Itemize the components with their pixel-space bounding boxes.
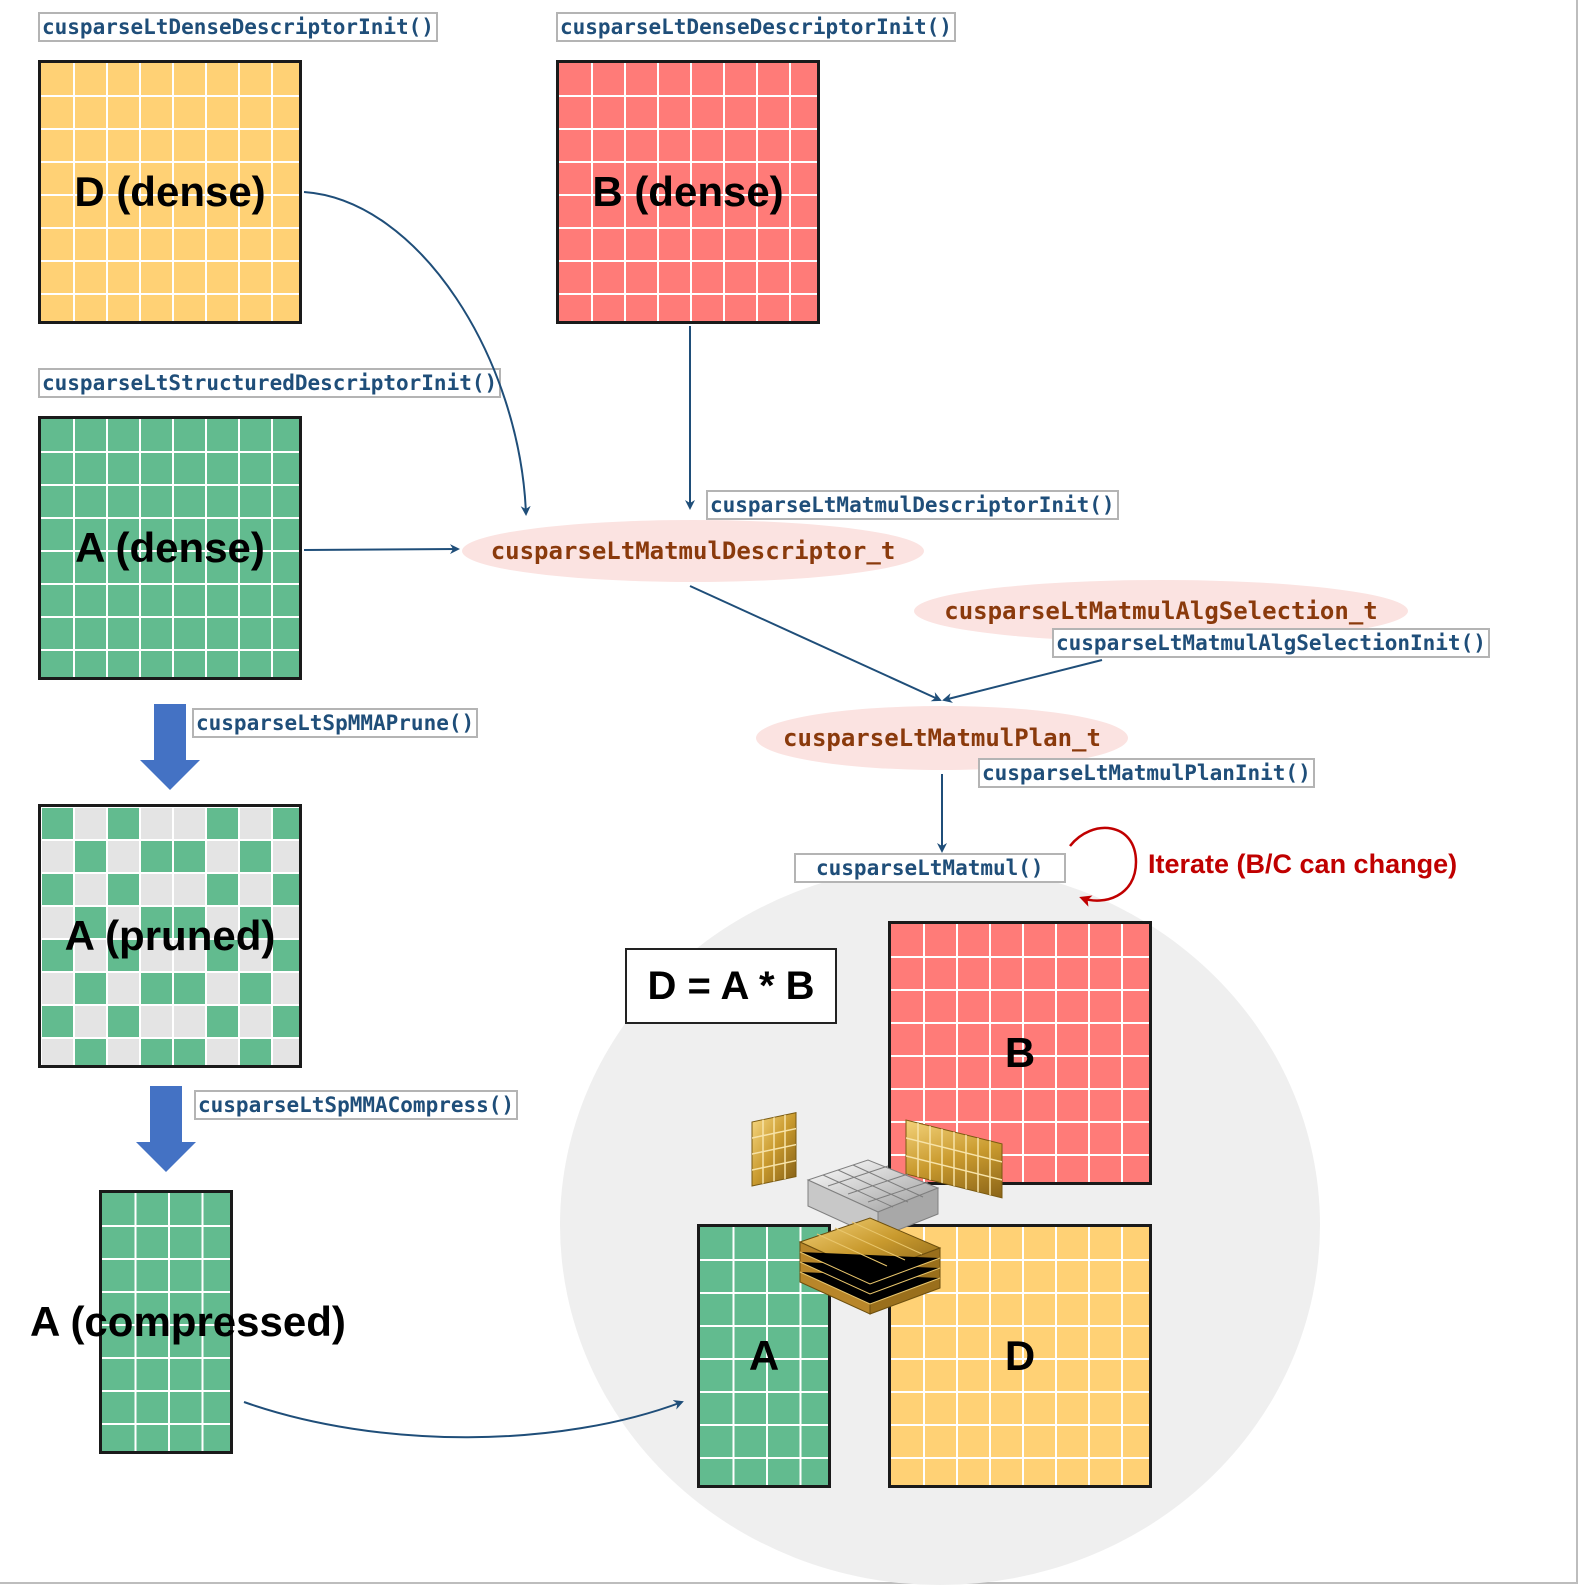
compress-call-label: cusparseLtSpMMACompress(): [194, 1090, 519, 1120]
structured-descriptor-init-label: cusparseLtStructuredDescriptorInit(): [38, 368, 502, 398]
matrix-d-dense: D (dense): [38, 60, 302, 324]
connector-descriptor-to-plan: [689, 585, 942, 702]
result-matrix-a-label: A: [748, 1332, 780, 1379]
matrix-a-pruned-label: A (pruned): [64, 912, 276, 959]
equation-box: D = A * B: [625, 948, 837, 1024]
connector-alg-to-plan: [942, 659, 1103, 703]
plan-init-label: cusparseLtMatmulPlanInit(): [978, 758, 1315, 788]
matrix-grid: [559, 63, 817, 321]
dense-descriptor-init-d-label: cusparseLtDenseDescriptorInit(): [38, 12, 438, 42]
block-down-arrow-icon: [136, 1086, 196, 1172]
iterate-note: Iterate (B/C can change): [1148, 849, 1458, 879]
matrix-b-dense-label: B (dense): [592, 168, 784, 215]
matrix-grid: [41, 419, 299, 677]
connector-a-to-descriptor: [303, 544, 460, 555]
tensor-core-icon: [751, 1112, 1003, 1315]
matrix-grid: [41, 63, 299, 321]
prune-call-label: cusparseLtSpMMAPrune(): [192, 708, 479, 738]
loop-arrow-icon: [1069, 826, 1138, 907]
matmul-descriptor-init-label: cusparseLtMatmulDescriptorInit(): [706, 490, 1119, 520]
pruned-pattern: [41, 807, 299, 1065]
matmul-call-label: cusparseLtMatmul(): [794, 853, 1066, 883]
matrix-a-compressed: [99, 1190, 233, 1454]
result-matrix-d-label: D: [1004, 1332, 1036, 1379]
connector-compressed-to-result: [243, 1400, 684, 1439]
result-matrix-b-label: B: [1004, 1029, 1036, 1076]
matrix-d-dense-label: D (dense): [74, 168, 266, 215]
block-down-arrow-icon: [140, 704, 200, 790]
matrix-b-dense: B (dense): [556, 60, 820, 324]
alg-selection-init-label: cusparseLtMatmulAlgSelectionInit(): [1052, 628, 1490, 658]
matrix-a-pruned: A (pruned): [38, 804, 302, 1068]
matmul-descriptor-type: cusparseLtMatmulDescriptor_t: [462, 520, 924, 582]
dense-descriptor-init-b-label: cusparseLtDenseDescriptorInit(): [556, 12, 956, 42]
result-matrix-b: B: [888, 921, 1152, 1185]
matrix-grid: [102, 1193, 230, 1451]
matrix-a-compressed-label: A (compressed): [30, 1298, 346, 1345]
matrix-a-dense-label: A (dense): [75, 524, 265, 571]
connector-d-to-descriptor: [303, 191, 531, 516]
matrix-a-dense: A (dense): [38, 416, 302, 680]
